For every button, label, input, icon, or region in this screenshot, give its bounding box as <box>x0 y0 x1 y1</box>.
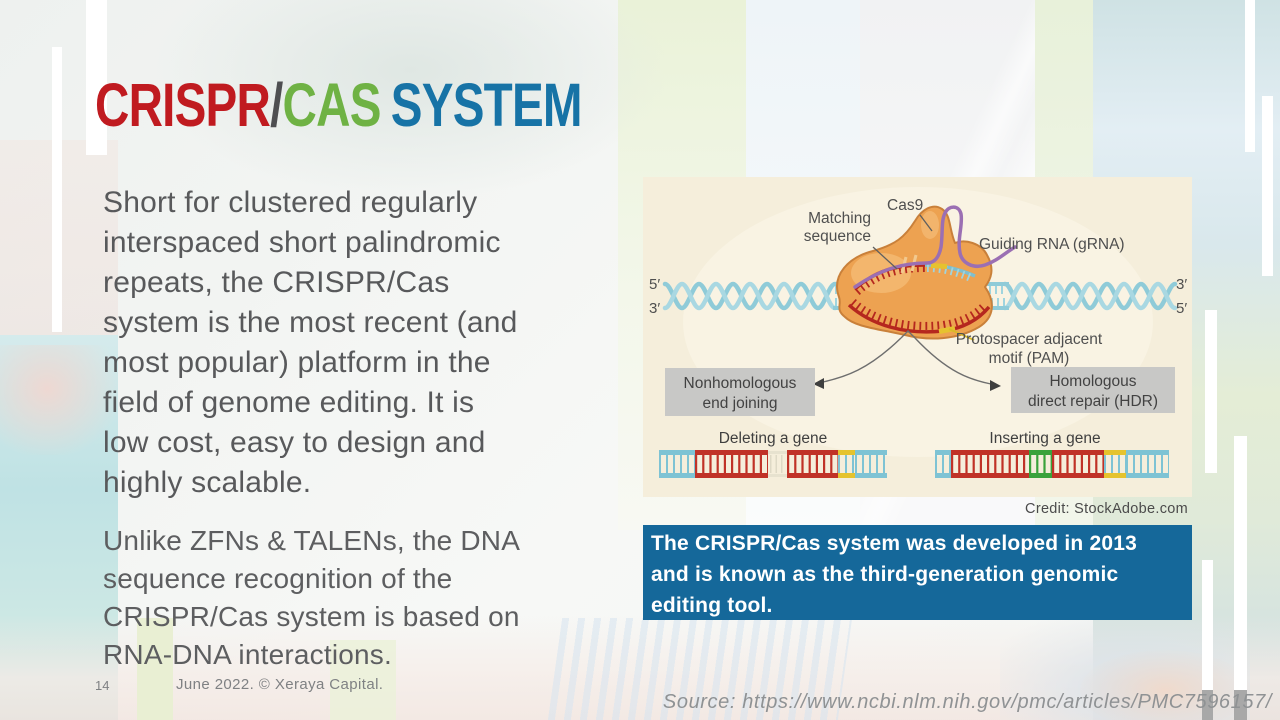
leader-cas9 <box>919 214 933 232</box>
callout-line: editing tool. <box>651 594 773 617</box>
image-credit: Credit: StockAdobe.com <box>1025 501 1188 517</box>
label-cas9: Cas9 <box>887 197 923 214</box>
title-crispr: CRISPR <box>95 71 271 139</box>
guiding-rna-strand <box>853 205 1017 289</box>
body-line: interspaced short palindromic <box>103 226 501 259</box>
label-grna: Guiding RNA (gRNA) <box>979 236 1125 253</box>
inserting-gene-ladder <box>935 450 1169 478</box>
body-line: Unlike ZFNs & TALENs, the DNA <box>103 525 521 556</box>
leader-matching <box>872 246 898 270</box>
title-slash: / <box>270 71 283 139</box>
deco-bar-gray-1 <box>1202 690 1213 720</box>
label-3prime-left: 3′ <box>649 300 660 317</box>
label-inserting-gene: Inserting a gene <box>989 430 1100 447</box>
body-paragraph-2: Unlike ZFNs & TALENs, the DNA sequence r… <box>103 522 520 674</box>
dna-helix-right <box>1002 281 1178 311</box>
title-cas: CAS <box>282 71 382 139</box>
callout-box: The CRISPR/Cas system was developed in 2… <box>643 525 1192 620</box>
repair-fork-arrows <box>813 330 1001 391</box>
crispr-diagram: Matching sequence Cas9 Guiding RNA (gRNA… <box>643 177 1192 497</box>
label-pam-line2: motif (PAM) <box>989 350 1070 367</box>
label-pam-line1: Protospacer adjacent <box>956 331 1103 348</box>
label-nhej-line2: end joining <box>703 395 778 412</box>
body-paragraph-1: Short for clustered regularly interspace… <box>103 183 518 503</box>
hdr-box <box>1011 367 1175 413</box>
label-nhej-line1: Nonhomologous <box>684 375 797 392</box>
deco-bar-right-4 <box>1234 436 1247 690</box>
title-system: SYSTEM <box>390 71 583 139</box>
label-5prime-right: 5′ <box>1176 300 1187 317</box>
leader-pam <box>948 328 975 341</box>
source-url: Source: https://www.ncbi.nlm.nih.gov/pmc… <box>662 691 1272 713</box>
callout-line: and is known as the third-generation gen… <box>651 563 1119 586</box>
bg-top-left-blob <box>150 0 670 200</box>
body-line: RNA-DNA interactions. <box>103 639 392 670</box>
body-line: most popular) platform in the <box>103 346 491 379</box>
bg-green-strip-2 <box>330 640 396 720</box>
label-hdr-line1: Homologous <box>1049 373 1136 390</box>
deco-bar-right-3 <box>1205 310 1217 473</box>
deco-bar-right-2 <box>1262 96 1273 276</box>
body-line: Short for clustered regularly <box>103 186 478 219</box>
label-5prime-left: 5′ <box>649 276 660 293</box>
callout-line: The CRISPR/Cas system was developed in 2… <box>651 532 1137 555</box>
label-hdr-line2: direct repair (HDR) <box>1028 393 1158 410</box>
label-3prime-right: 3′ <box>1176 276 1187 293</box>
page-number: 14 <box>95 678 110 693</box>
deco-bar-right-5 <box>1202 560 1213 690</box>
body-line: field of genome editing. It is <box>103 386 475 419</box>
deco-bar-gray-2 <box>1234 690 1247 720</box>
body-line: highly scalable. <box>103 466 312 499</box>
body-line: CRISPR/Cas system is based on <box>103 601 520 632</box>
body-line: sequence recognition of the <box>103 563 453 594</box>
footer-text: June 2022. © Xeraya Capital. <box>176 676 384 693</box>
label-deleting-gene: Deleting a gene <box>719 430 828 447</box>
body-line: system is the most recent (and <box>103 306 518 339</box>
label-matching-line2: sequence <box>804 228 871 245</box>
label-matching-line1: Matching <box>808 210 871 227</box>
dna-helix-left <box>662 281 838 311</box>
deleting-gene-ladder <box>659 449 887 479</box>
cas9-protein-shape <box>836 205 993 340</box>
nhej-box <box>665 368 815 416</box>
deco-bar-left-1 <box>52 47 62 332</box>
bg-left-teal-pink-blotch <box>0 345 118 455</box>
deco-bar-right-1 <box>1245 0 1255 152</box>
body-line: low cost, easy to design and <box>103 426 486 459</box>
deco-bar-left-2 <box>86 0 107 155</box>
bg-green-strip <box>137 618 173 720</box>
body-line: repeats, the CRISPR/Cas <box>103 266 450 299</box>
bg-bottom-right-skin <box>1080 650 1250 720</box>
